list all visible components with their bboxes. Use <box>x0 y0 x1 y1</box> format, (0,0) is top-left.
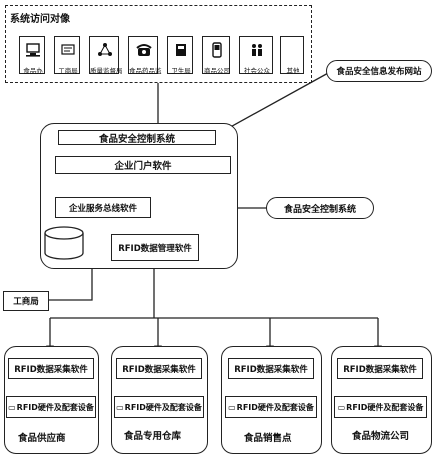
access-object-label: 食品办 <box>23 67 43 75</box>
rfid-management-box: RFID数据管理软件 <box>111 234 199 261</box>
access-object-label: 社会公众 <box>244 67 270 75</box>
portal-software-box: 企业门户软件 <box>55 156 231 174</box>
node-name: 食品专用仓库 <box>124 431 182 442</box>
access-object-label: 工商局 <box>58 67 78 75</box>
computer-icon <box>24 41 42 59</box>
main-system-title: 食品安全控制系统 <box>58 130 216 145</box>
blank-icon <box>284 41 302 59</box>
node-software-box: RFID数据采集软件 <box>337 358 423 379</box>
access-object-label: 其他 <box>286 67 300 75</box>
rfid-device-icon: ▭ <box>228 402 236 412</box>
access-object-3: 食品药品监 <box>128 36 162 75</box>
access-object-label: 质量监督局 <box>90 67 123 75</box>
access-object-1: 工商局 <box>54 36 80 75</box>
node-hardware-box: ▭ RFID硬件及配套设备 <box>334 396 427 418</box>
node-hardware-box: ▭ RFID硬件及配套设备 <box>114 396 204 418</box>
node-hardware-label: RFID硬件及配套设备 <box>16 402 94 412</box>
network-icon <box>96 41 114 59</box>
rfid-device-icon: ▭ <box>337 402 346 412</box>
publish-website-node: 食品安全信息发布网站 <box>326 60 432 82</box>
node-software-box: RFID数据采集软件 <box>8 358 94 379</box>
access-object-4: 卫生局 <box>167 36 193 75</box>
access-object-7: 其他 <box>280 36 304 75</box>
node-name: 食品供应商 <box>18 433 66 444</box>
document-icon <box>59 41 77 59</box>
node-hardware-box: ▭ RFID硬件及配套设备 <box>225 396 317 418</box>
people-icon <box>248 41 266 59</box>
bureau-box: 工商局 <box>3 291 49 311</box>
access-object-6: 社会公众 <box>239 36 273 75</box>
node-hardware-label: RFID硬件及配套设备 <box>236 402 314 412</box>
book-icon <box>172 41 190 59</box>
phone-icon <box>135 41 153 59</box>
database-icon <box>43 226 85 260</box>
access-objects-title: 系统访问对像 <box>10 14 70 25</box>
node-hardware-label: RFID硬件及配套设备 <box>124 402 202 412</box>
mobile-icon <box>208 41 226 59</box>
rfid-device-icon: ▭ <box>116 402 124 412</box>
node-hardware-label: RFID硬件及配套设备 <box>346 402 424 412</box>
access-object-label: 卫生局 <box>171 67 191 75</box>
node-hardware-box: ▭ RFID硬件及配套设备 <box>6 396 96 418</box>
access-object-label: 商品公司 <box>204 67 230 75</box>
esb-software-box: 企业服务总线软件 <box>55 197 151 218</box>
access-object-0: 食品办 <box>19 36 45 75</box>
node-name: 食品物流公司 <box>352 431 410 442</box>
external-control-system-node: 食品安全控制系统 <box>266 197 374 219</box>
access-object-2: 质量监督局 <box>89 36 123 75</box>
node-name: 食品销售点 <box>244 433 292 444</box>
access-objects-panel: 系统访问对像 食品办 工商局 质量监督局 食品药品监 卫生局 商品公司 <box>5 5 312 83</box>
node-software-box: RFID数据采集软件 <box>116 358 202 379</box>
access-object-5: 商品公司 <box>202 36 230 75</box>
node-software-box: RFID数据采集软件 <box>228 358 314 379</box>
access-object-label: 食品药品监 <box>129 67 162 75</box>
rfid-device-icon: ▭ <box>8 402 16 412</box>
